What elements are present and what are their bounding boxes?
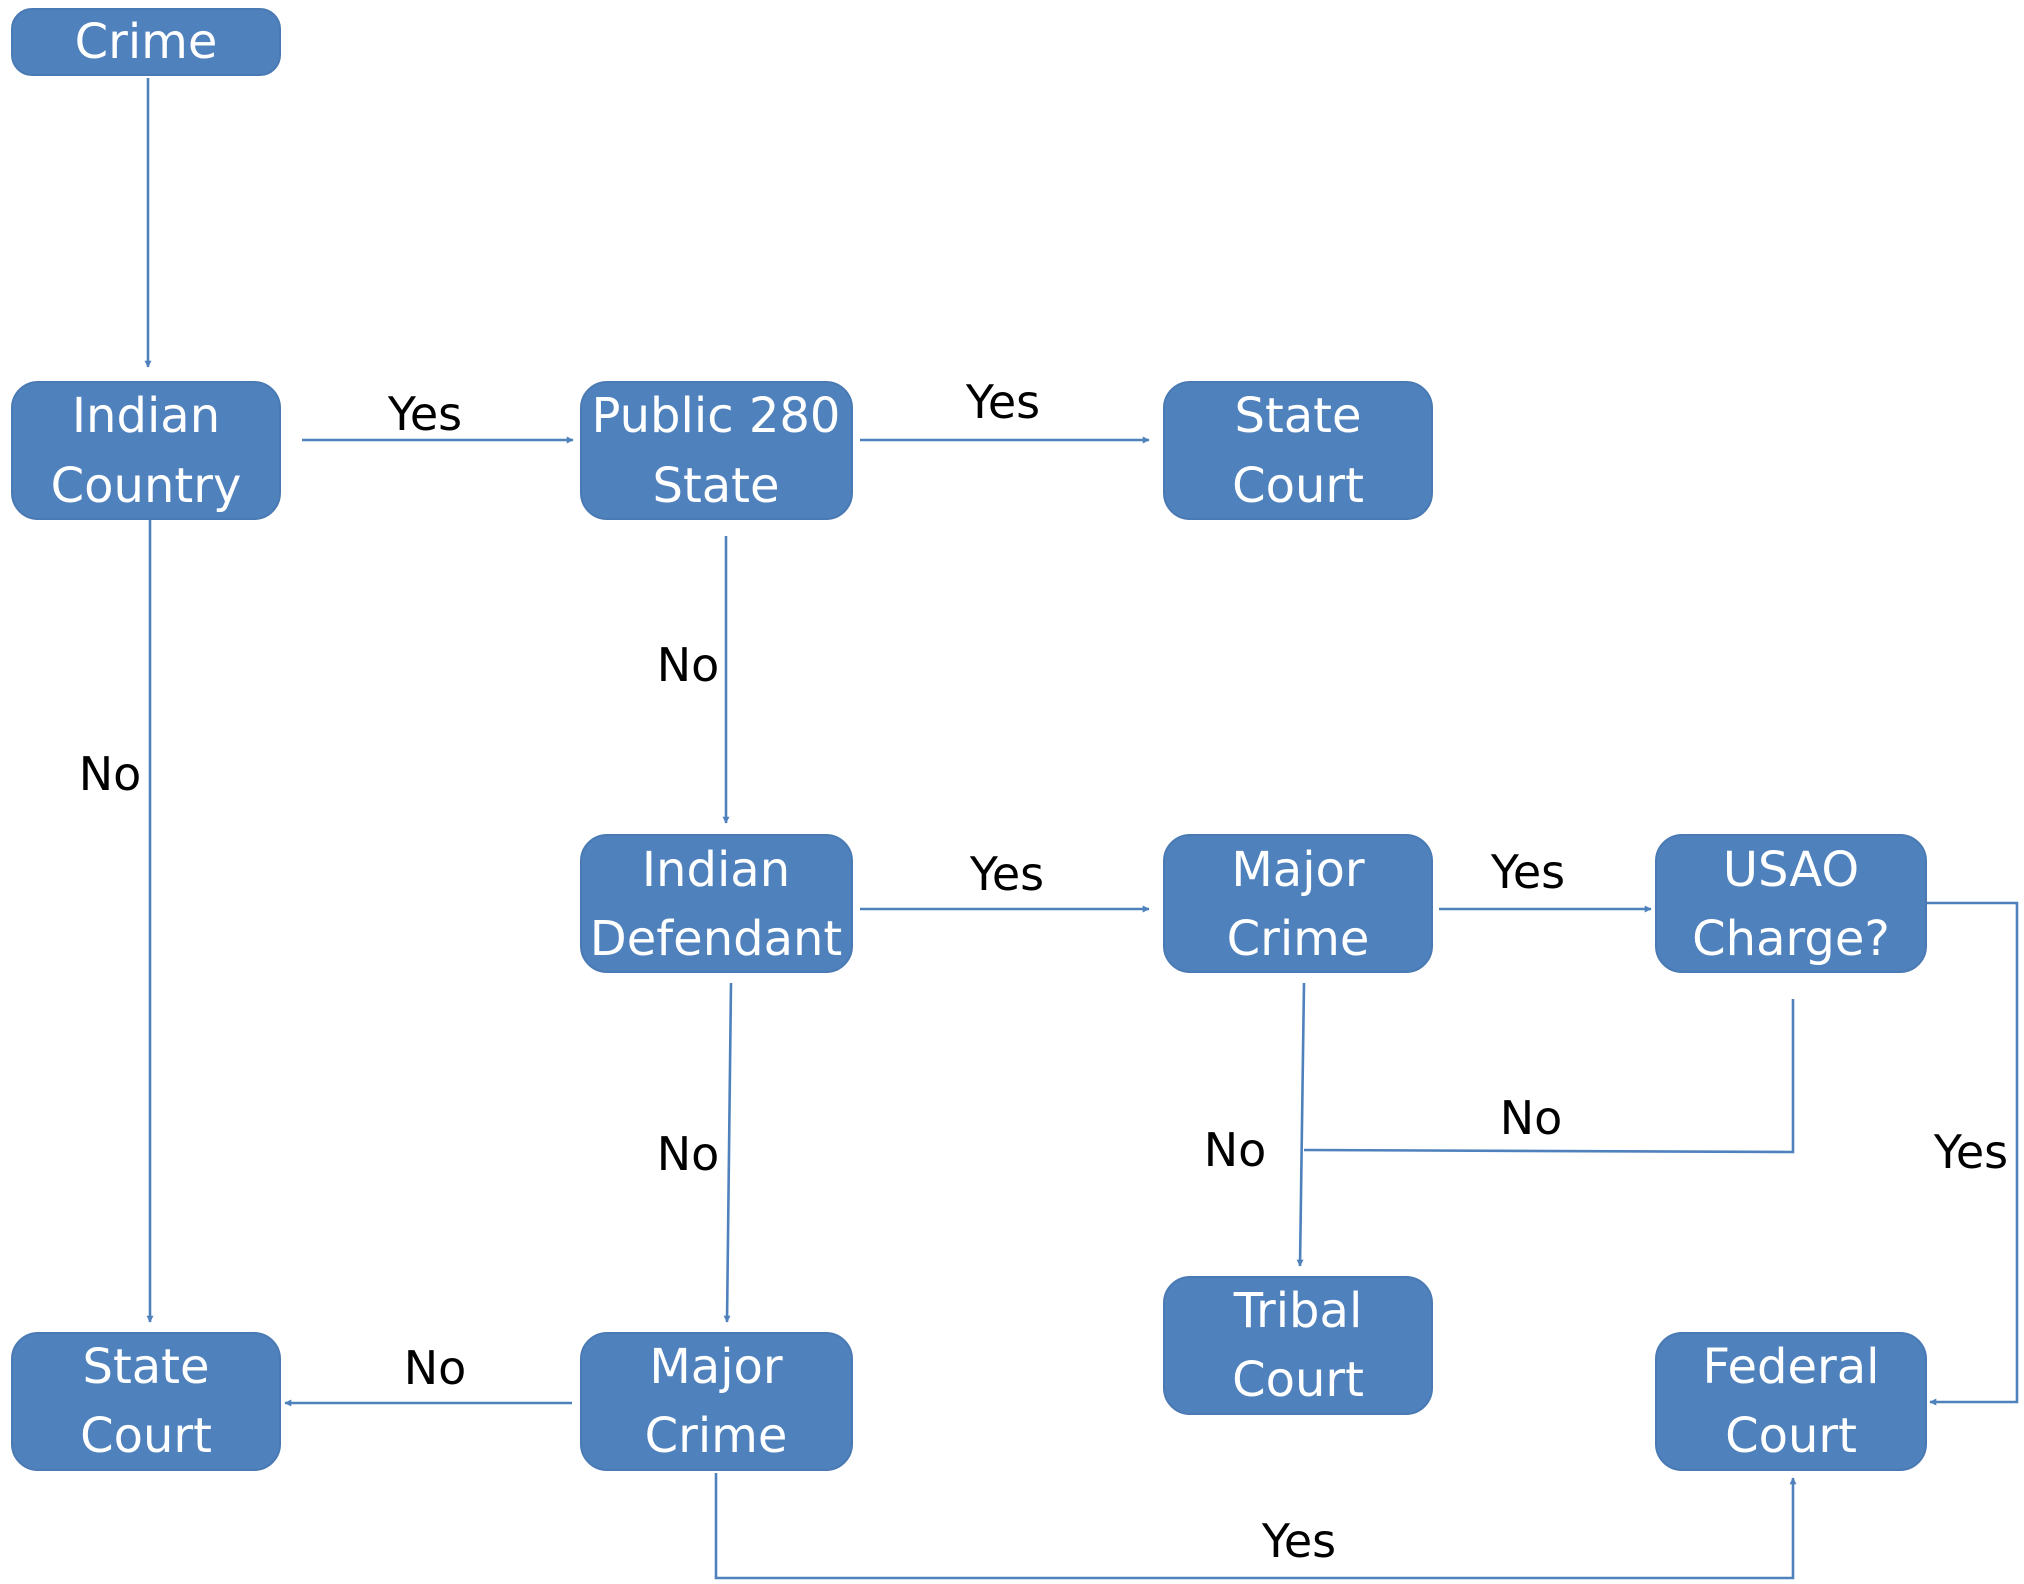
node-indian-country-line-2: Country: [51, 458, 242, 514]
node-major-crime-mid-line-2: Crime: [1227, 911, 1370, 967]
label-major-crime-mid-yes: Yes: [1490, 845, 1565, 899]
edge-labels: Yes Yes No No Yes Yes No No No Yes No Ye…: [79, 375, 2008, 1568]
edges: [144, 78, 2019, 1580]
node-federal-court-line-1: Federal: [1703, 1339, 1880, 1395]
node-indian-defendant-line-2: Defendant: [590, 911, 842, 967]
node-indian-country: Indian Country: [11, 381, 281, 520]
node-state-court-top-line-2: Court: [1232, 458, 1364, 514]
node-usao-charge: USAO Charge?: [1655, 834, 1927, 973]
label-usao-no: No: [1500, 1091, 1563, 1145]
label-major-crime-bottom-yes: Yes: [1261, 1514, 1336, 1568]
node-public-280-state: Public 280 State: [580, 381, 853, 520]
edge-major-crime-bottom-yes: [714, 1473, 1797, 1580]
node-indian-country-line-1: Indian: [72, 388, 220, 444]
edge-major-crime-mid-no: [1296, 982, 1306, 1267]
node-public-280-state-line-1: Public 280: [592, 388, 841, 444]
node-public-280-state-line-2: State: [652, 458, 779, 514]
label-public-280-no: No: [657, 638, 720, 692]
node-state-court-top: State Court: [1163, 381, 1433, 520]
node-major-crime-mid-line-1: Major: [1231, 842, 1365, 898]
node-tribal-court-line-2: Court: [1232, 1352, 1364, 1408]
edge-indian-defendant-no: [723, 982, 733, 1323]
label-usao-yes: Yes: [1933, 1125, 2008, 1179]
node-crime: Crime: [11, 8, 281, 76]
label-indian-country-no: No: [79, 747, 142, 801]
node-state-court-bottom-line-1: State: [82, 1339, 209, 1395]
node-indian-defendant-line-1: Indian: [642, 842, 790, 898]
label-indian-country-yes: Yes: [387, 387, 462, 441]
nodes: Crime Indian Country Public 280 State St…: [11, 8, 1927, 1471]
node-major-crime-bottom-line-1: Major: [649, 1339, 783, 1395]
node-tribal-court-line-1: Tribal: [1233, 1283, 1363, 1339]
label-indian-defendant-no: No: [657, 1127, 720, 1181]
label-public-280-yes: Yes: [965, 375, 1040, 429]
node-state-court-bottom: State Court: [11, 1332, 281, 1471]
node-indian-defendant: Indian Defendant: [580, 834, 853, 973]
node-usao-charge-line-2: Charge?: [1692, 911, 1890, 967]
node-state-court-bottom-line-2: Court: [80, 1408, 212, 1464]
label-indian-defendant-yes: Yes: [969, 847, 1044, 901]
label-major-crime-bottom-no: No: [404, 1341, 467, 1395]
node-crime-line-1: Crime: [75, 14, 218, 70]
node-usao-charge-line-1: USAO: [1723, 842, 1859, 898]
node-major-crime-mid: Major Crime: [1163, 834, 1433, 973]
node-state-court-top-line-1: State: [1234, 388, 1361, 444]
label-major-crime-mid-no: No: [1204, 1123, 1267, 1177]
edge-usao-no: [1303, 999, 1795, 1154]
node-federal-court-line-2: Court: [1725, 1408, 1857, 1464]
edge-usao-yes: [1925, 901, 2019, 1406]
node-major-crime-bottom: Major Crime: [580, 1332, 853, 1471]
node-federal-court: Federal Court: [1655, 1332, 1927, 1471]
node-tribal-court: Tribal Court: [1163, 1276, 1433, 1415]
node-major-crime-bottom-line-2: Crime: [645, 1408, 788, 1464]
